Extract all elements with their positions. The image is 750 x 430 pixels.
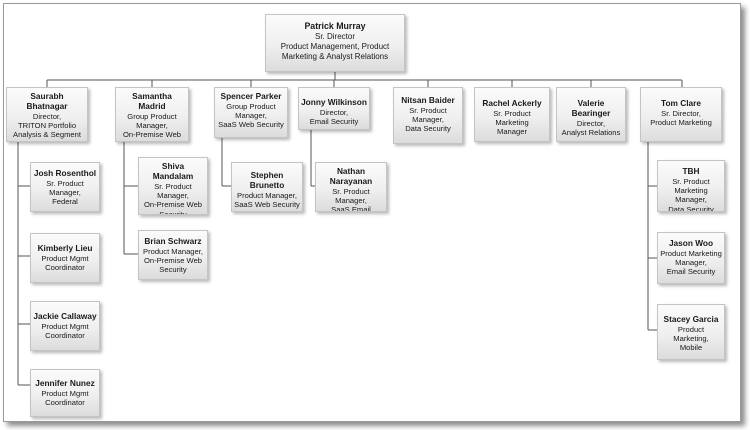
node-title: Product Marketing, Mobile	[673, 325, 709, 353]
node-name: Spencer Parker	[220, 91, 282, 101]
org-node-manager[interactable]: Samantha Madrid Group Product Manager, O…	[115, 87, 189, 142]
org-node-manager[interactable]: Saurabh Bhatnagar Director, TRITON Portf…	[6, 87, 88, 142]
node-name: Stephen Brunetto	[249, 170, 285, 190]
org-node-root[interactable]: Patrick Murray Sr. Director Product Mana…	[265, 14, 405, 72]
node-name: Saurabh Bhatnagar	[26, 91, 68, 111]
node-title: Director, Analyst Relations	[561, 119, 621, 138]
org-node-manager[interactable]: Jonny Wilkinson Director, Email Security	[298, 87, 370, 130]
org-node-report[interactable]: Jennifer Nunez Product Mgmt Coordinator	[30, 369, 100, 417]
node-title: Product Marketing Manager, Email Securit…	[660, 249, 722, 277]
node-name: Kimberly Lieu	[37, 243, 93, 253]
org-node-report[interactable]: Nathan Narayanan Sr. Product Manager, Sa…	[315, 162, 387, 212]
node-title: Group Product Manager, On-Premise Web Se…	[122, 112, 182, 141]
node-title: Sr. Product Manager, SaaS Email Security	[331, 187, 371, 212]
node-name: Josh Rosenthol	[33, 168, 97, 178]
node-name: Jonny Wilkinson	[301, 97, 367, 107]
org-node-report[interactable]: Stacey Garcia Product Marketing, Mobile	[657, 304, 725, 360]
org-node-manager[interactable]: Spencer Parker Group Product Manager, Sa…	[214, 87, 288, 138]
node-title: Sr. Product Manager, Federal	[46, 179, 84, 207]
node-title: Product Mgmt Coordinator	[41, 389, 89, 408]
node-title: Product Mgmt Coordinator	[41, 254, 89, 273]
org-node-report[interactable]: Brian Schwarz Product Manager, On-Premis…	[138, 230, 208, 280]
node-name: Jason Woo	[668, 238, 714, 248]
node-name: Shiva Mandalam	[152, 161, 194, 181]
node-title: Sr. Product Manager, On-Premise Web Secu…	[143, 182, 203, 215]
node-title: Product Manager, SaaS Web Security	[234, 191, 300, 210]
org-chart-frame	[3, 3, 741, 422]
node-name: Valerie Bearinger	[571, 98, 611, 118]
node-name: Nathan Narayanan	[329, 166, 373, 186]
org-node-manager[interactable]: Nitsan Baider Sr. Product Manager, Data …	[393, 87, 463, 144]
org-node-report[interactable]: Jason Woo Product Marketing Manager, Ema…	[657, 232, 725, 284]
node-title: Director, Email Security	[309, 108, 359, 127]
node-title: Sr. Director, Product Marketing	[650, 109, 712, 128]
node-name: Patrick Murray	[304, 21, 366, 31]
node-name: Nitsan Baider	[401, 95, 455, 105]
org-node-report[interactable]: Josh Rosenthol Sr. Product Manager, Fede…	[30, 162, 100, 212]
node-title: Product Manager, On-Premise Web Security	[143, 247, 203, 275]
node-title: Product Mgmt Coordinator	[41, 322, 89, 341]
org-node-report[interactable]: TBH Sr. Product Marketing Manager, Data …	[657, 160, 725, 212]
org-node-report[interactable]: Shiva Mandalam Sr. Product Manager, On-P…	[138, 157, 208, 215]
org-node-report[interactable]: Kimberly Lieu Product Mgmt Coordinator	[30, 233, 100, 283]
node-name: Jackie Callaway	[33, 311, 97, 321]
org-node-manager[interactable]: Valerie Bearinger Director, Analyst Rela…	[556, 87, 626, 142]
node-title: Sr. Product Marketing Manager	[493, 109, 531, 137]
org-node-report[interactable]: Jackie Callaway Product Mgmt Coordinator	[30, 301, 100, 351]
node-name: Tom Clare	[661, 98, 701, 108]
node-name: Rachel Ackerly	[482, 98, 542, 108]
node-title: Director, TRITON Portfolio Analysis & Se…	[13, 112, 81, 141]
node-title: Sr. Product Manager, Data Security	[405, 106, 451, 134]
node-title: Sr. Director Product Management, Product…	[280, 32, 390, 61]
org-node-report[interactable]: Stephen Brunetto Product Manager, SaaS W…	[231, 162, 303, 212]
node-name: Brian Schwarz	[144, 236, 202, 246]
node-name: TBH	[682, 166, 700, 176]
node-name: Samantha Madrid	[132, 91, 172, 111]
node-name: Jennifer Nunez	[35, 378, 95, 388]
org-node-manager[interactable]: Rachel Ackerly Sr. Product Marketing Man…	[474, 87, 550, 142]
node-title: Sr. Product Marketing Manager, Data Secu…	[668, 177, 714, 212]
node-name: Stacey Garcia	[663, 314, 719, 324]
org-node-manager[interactable]: Tom Clare Sr. Director, Product Marketin…	[640, 87, 722, 142]
node-title: Group Product Manager, SaaS Web Security	[218, 102, 284, 130]
